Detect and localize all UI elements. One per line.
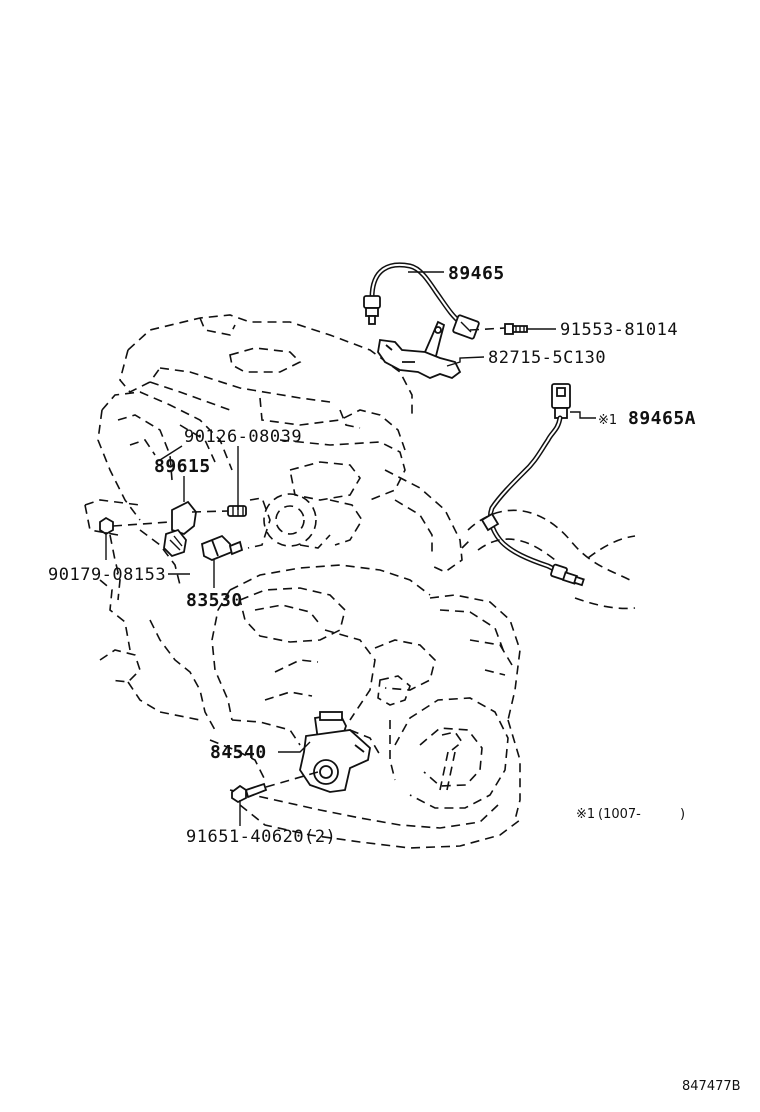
bolt-91553 [504,323,528,335]
label-89465a: 89465A [628,408,696,429]
footnote: ※1 (1007- ) [576,807,685,822]
label-83530: 83530 [186,590,243,611]
part-labels: 89465 91553-81014 82715-5C130 ※1 89465A … [48,263,696,847]
bolt-90126 [191,505,247,517]
nut-90179 [99,516,171,536]
footnote-close: ) [680,807,685,822]
label-90126-08039: 90126-08039 [184,427,302,447]
sensor-89615 [163,500,197,558]
oxygen-sensor-89465a [480,383,585,587]
label-82715-5c130: 82715-5C130 [488,348,606,368]
bracket-82715 [377,320,462,380]
footnote-text: (1007- [598,807,641,822]
label-marker-1: ※1 [598,413,617,428]
leader-lines [105,271,596,826]
label-89615: 89615 [154,456,211,477]
label-90179-08153: 90179-08153 [48,565,166,585]
label-91651-40620: 91651-40620(2) [186,827,336,847]
footnote-mark: ※1 [576,807,595,822]
engine-outline [84,314,521,849]
oxygen-sensor-89465 [363,262,480,340]
exhaust-pipe-outline [467,509,636,610]
bolt-91651 [231,771,319,804]
label-89465: 89465 [448,263,505,284]
switch-84540 [299,711,371,793]
label-84540: 84540 [210,742,267,763]
switch-83530 [200,534,244,561]
figure-id: 847477B [682,1079,741,1094]
label-91553-81014: 91553-81014 [560,320,678,340]
